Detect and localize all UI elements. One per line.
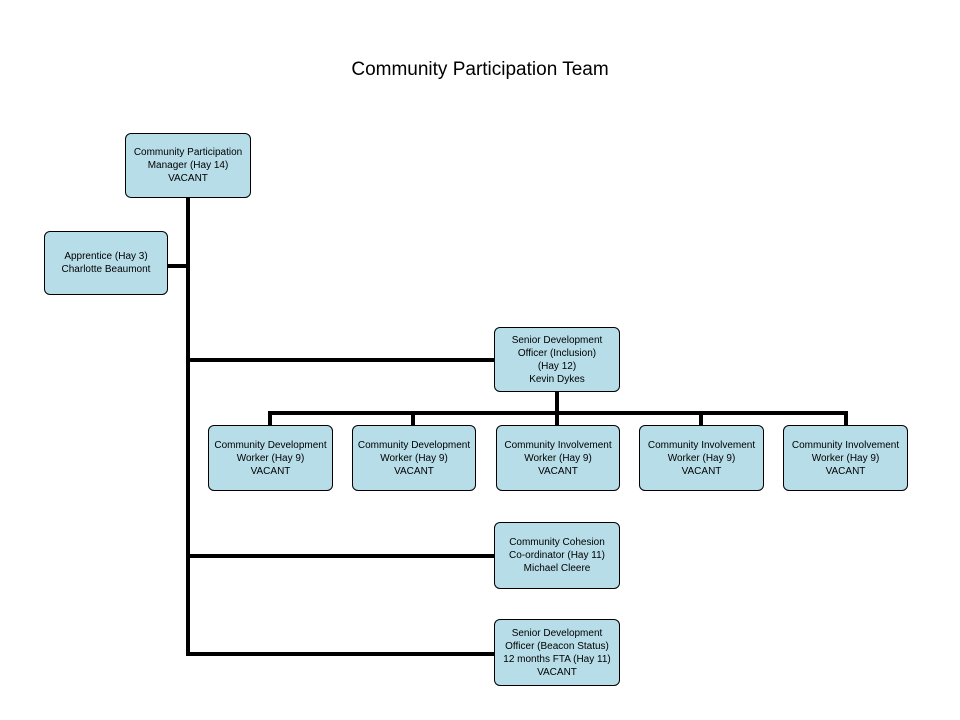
cohesion-coordinator-box: Community Cohesion Co-ordinator (Hay 11)… xyxy=(494,522,620,589)
worker-4-line-1: Community Involvement xyxy=(647,439,756,451)
worker-box-1: Community Development Worker (Hay 9) VAC… xyxy=(208,425,333,491)
beacon-line-2: Officer (Beacon Status) xyxy=(505,640,609,652)
worker-2-line-1: Community Development xyxy=(357,439,471,451)
manager-line-2: Manager (Hay 14) xyxy=(147,160,229,171)
inclusion-line-2: Officer (Inclusion) xyxy=(517,347,597,359)
inclusion-line-3: (Hay 12) xyxy=(537,360,577,372)
inclusion-line-4: Kevin Dykes xyxy=(529,373,585,385)
worker-5-line-1: Community Involvement xyxy=(791,439,900,451)
apprentice-line-1: Apprentice (Hay 3) xyxy=(64,251,148,262)
worker-1-line-1: Community Development xyxy=(214,439,327,451)
worker-box-3: Community Involvement Worker (Hay 9) VAC… xyxy=(496,425,620,491)
worker-1-line-2: Worker (Hay 9) xyxy=(236,452,305,464)
worker-box-4: Community Involvement Worker (Hay 9) VAC… xyxy=(639,425,764,491)
manager-line-1: Community Participation xyxy=(133,147,243,158)
worker-3-line-1: Community Involvement xyxy=(504,439,612,451)
beacon-line-4: VACANT xyxy=(537,666,577,678)
worker-4-line-3: VACANT xyxy=(681,465,722,477)
senior-dev-beacon-box: Senior Development Officer (Beacon Statu… xyxy=(494,619,620,686)
senior-dev-inclusion-box: Senior Development Officer (Inclusion) (… xyxy=(494,327,620,392)
worker-2-line-3: VACANT xyxy=(394,465,434,477)
worker-2-line-2: Worker (Hay 9) xyxy=(380,452,448,464)
beacon-line-1: Senior Development xyxy=(511,627,603,639)
worker-3-line-3: VACANT xyxy=(538,465,578,477)
worker-box-2: Community Development Worker (Hay 9) VAC… xyxy=(352,425,476,491)
apprentice-line-2: Charlotte Beaumont xyxy=(61,264,151,275)
beacon-line-3: 12 months FTA (Hay 11) xyxy=(503,653,611,665)
apprentice-box: Apprentice (Hay 3) Charlotte Beaumont xyxy=(44,231,168,295)
chart-title: Community Participation Team xyxy=(351,59,609,80)
worker-3-line-2: Worker (Hay 9) xyxy=(524,452,592,464)
cohesion-line-1: Community Cohesion xyxy=(509,537,605,548)
worker-4-line-2: Worker (Hay 9) xyxy=(667,452,736,464)
worker-5-line-3: VACANT xyxy=(825,465,866,477)
inclusion-line-1: Senior Development xyxy=(511,334,603,346)
cohesion-line-2: Co-ordinator (Hay 11) xyxy=(509,550,605,561)
worker-1-line-3: VACANT xyxy=(250,465,291,477)
worker-5-line-2: Worker (Hay 9) xyxy=(811,452,880,464)
worker-box-5: Community Involvement Worker (Hay 9) VAC… xyxy=(783,425,908,491)
manager-line-3: VACANT xyxy=(168,173,208,184)
manager-box: Community Participation Manager (Hay 14)… xyxy=(125,133,251,198)
cohesion-line-3: Michael Cleere xyxy=(523,563,591,574)
